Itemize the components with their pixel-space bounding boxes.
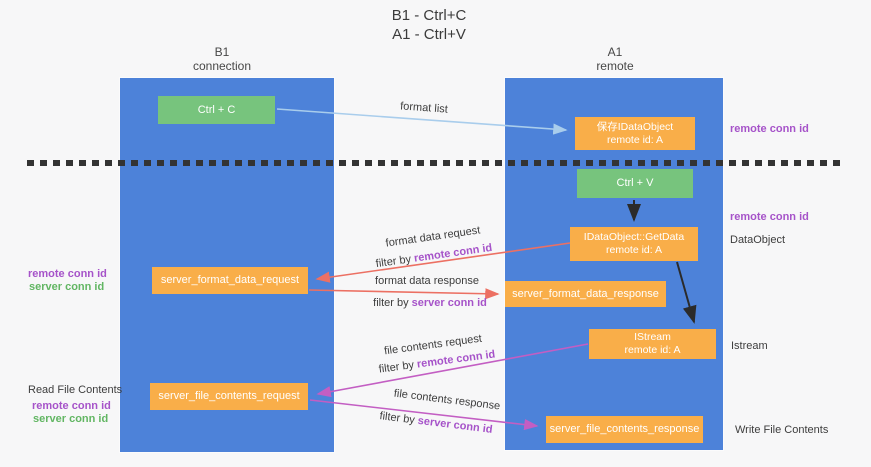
server-format-data-request-label: server_format_data_request: [160, 274, 300, 286]
left-column-name: B1: [214, 45, 230, 59]
server-format-data-request-node: server_format_data_request: [152, 267, 308, 294]
format-data-response-label: format data response: [375, 275, 479, 287]
ctrl-c-node: Ctrl + C: [158, 96, 275, 124]
format-data-response-arrow: [308, 288, 500, 300]
istream-line1: IStream: [634, 331, 671, 343]
server-conn-id-key: server conn id: [417, 414, 494, 436]
idataobject-getdata-node: IDataObject::GetData remote id: A: [570, 227, 698, 261]
server-format-data-response-label: server_format_data_response: [512, 287, 659, 300]
server-file-contents-response-label: server_file_contents_response: [549, 423, 700, 435]
istream-line2: remote id: A: [624, 344, 681, 356]
dashed-separator-line: [27, 160, 845, 166]
getdata-line1: IDataObject::GetData: [583, 231, 685, 243]
save-idataobject-line1: 保存IDataObject: [596, 120, 674, 133]
filter-by-text: filter by: [378, 410, 416, 427]
server-file-contents-request-node: server_file_contents_request: [150, 383, 308, 410]
istream-node: IStream remote id: A: [589, 329, 716, 359]
format-data-response-filter-label: filter by server conn id: [373, 297, 487, 309]
ctrl-v-node: Ctrl + V: [577, 169, 693, 198]
right-remote-conn-id-mid: remote conn id: [730, 211, 809, 223]
ctrl-c-label: Ctrl + C: [197, 103, 236, 116]
left-remote-conn-id-1: remote conn id: [28, 268, 107, 280]
left-server-conn-id-1: server conn id: [29, 281, 105, 293]
save-idataobject-line2: remote id: A: [606, 133, 664, 146]
read-file-contents-label: Read File Contents: [28, 384, 123, 396]
left-server-conn-id-2: server conn id: [33, 413, 109, 425]
filter-by-text: filter by: [378, 359, 415, 376]
server-file-contents-response-node: server_file_contents_response: [546, 416, 703, 443]
istream-side-label: Istream: [731, 340, 768, 352]
server-file-contents-request-label: server_file_contents_request: [158, 390, 300, 402]
right-remote-conn-id-top: remote conn id: [730, 123, 809, 135]
diagram-title: B1 - Ctrl+C A1 - Ctrl+V: [329, 6, 529, 44]
left-column-role: connection: [192, 58, 252, 73]
filter-by-text: filter by: [375, 253, 412, 271]
left-remote-conn-id-2: remote conn id: [32, 400, 111, 412]
right-column-name: A1: [607, 45, 623, 59]
getdata-line2: remote id: A: [605, 244, 663, 256]
server-format-data-response-node: server_format_data_response: [505, 281, 666, 307]
write-file-contents-label: Write File Contents: [735, 424, 829, 436]
filter-by-text: filter by: [373, 297, 409, 309]
server-conn-id-key: server conn id: [411, 297, 487, 309]
title-line-1: B1 - Ctrl+C: [391, 7, 467, 24]
right-column-header: A1 remote: [555, 45, 675, 73]
file-contents-response-filter-label: filter by server conn id: [379, 410, 493, 436]
remote-conn-id-key: remote conn id: [416, 348, 496, 371]
ctrl-v-label: Ctrl + V: [616, 177, 654, 189]
save-idataobject-node: 保存IDataObject remote id: A: [575, 117, 695, 150]
file-contents-response-label: file contents response: [393, 387, 501, 413]
format-list-label: format list: [399, 100, 449, 116]
title-line-2: A1 - Ctrl+V: [392, 26, 466, 43]
left-column-header: B1 connection: [162, 45, 282, 73]
dataobject-label: DataObject: [730, 234, 786, 246]
right-column-role: remote: [596, 58, 634, 73]
remote-conn-id-key: remote conn id: [413, 241, 493, 265]
